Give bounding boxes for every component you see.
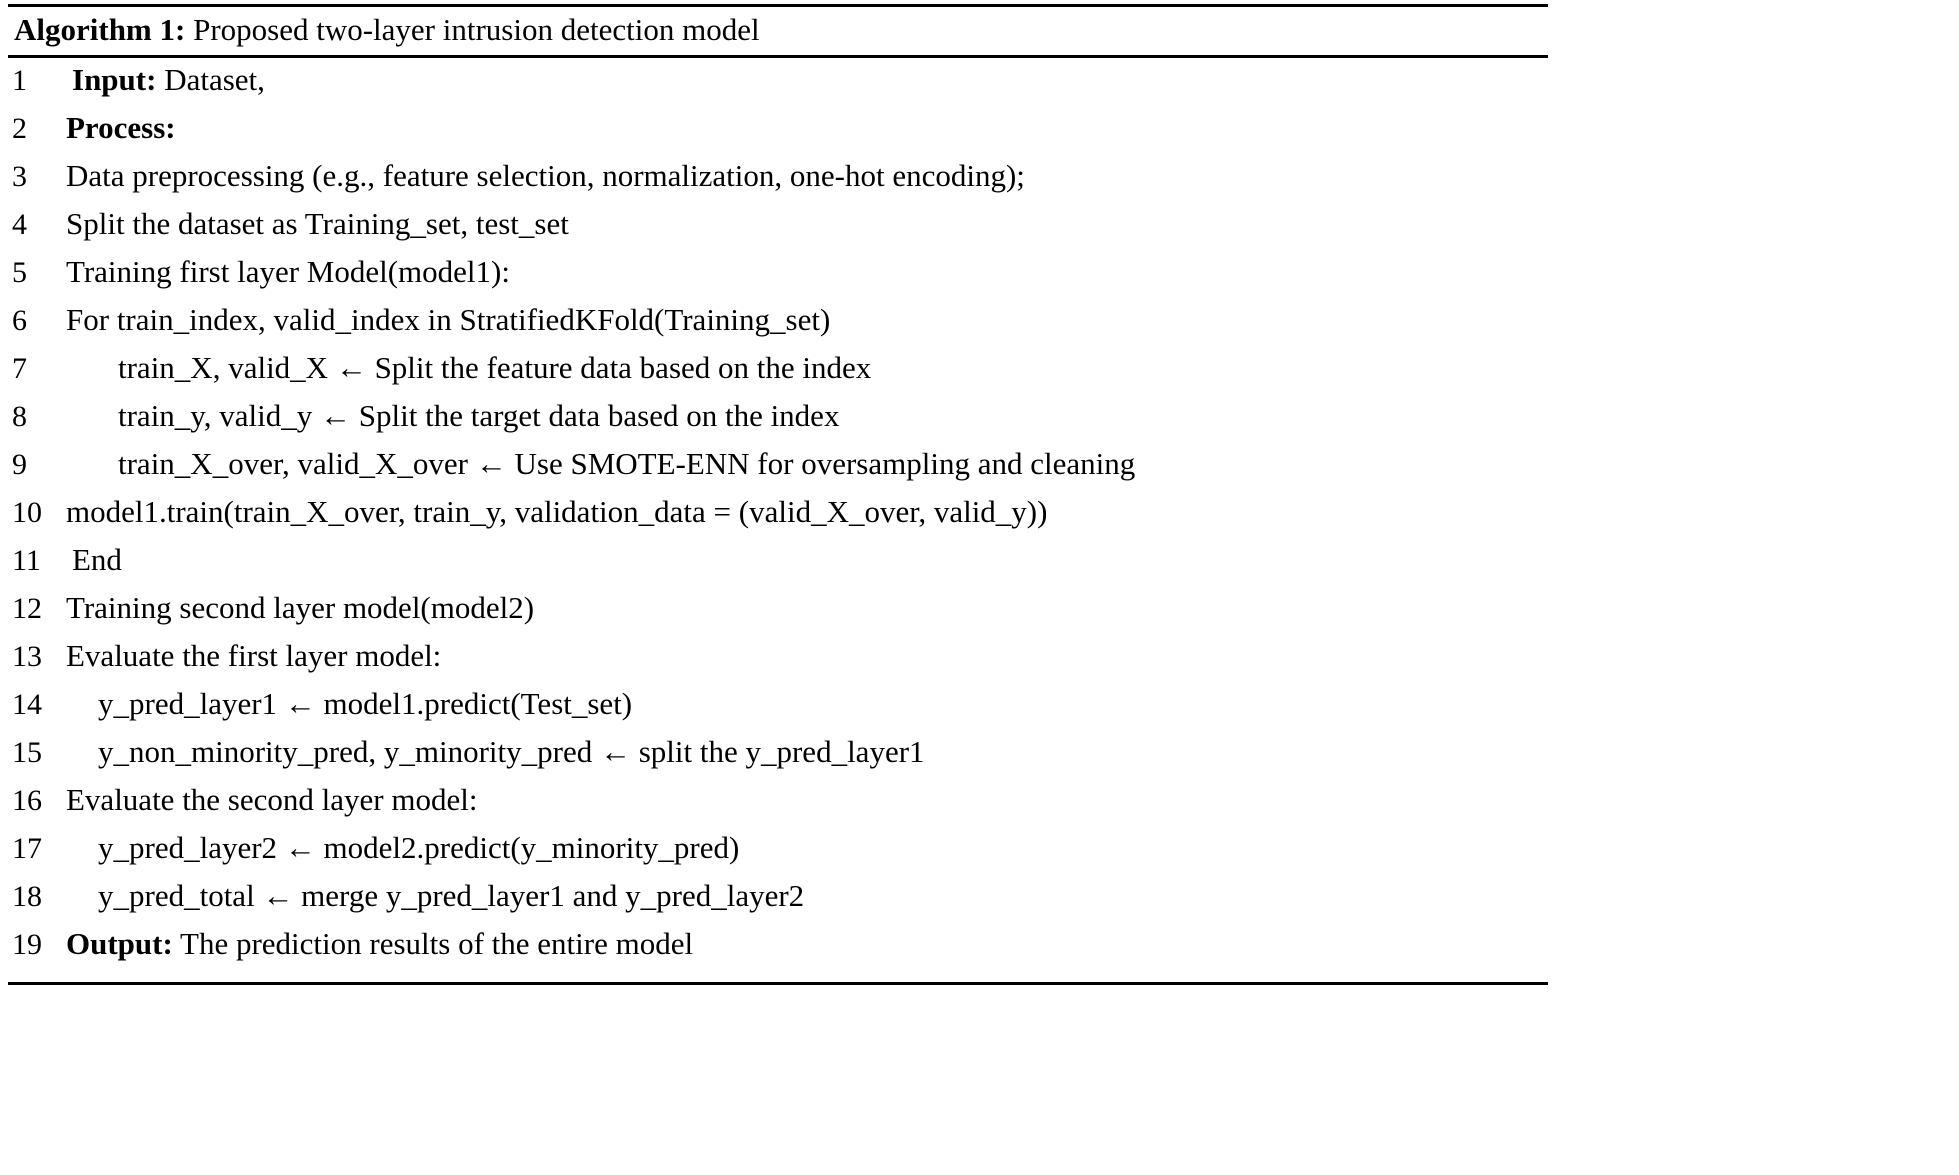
algorithm-line-number: 10 — [12, 495, 42, 529]
algorithm-line-number: 18 — [12, 879, 42, 913]
algorithm-line: 14 y_pred_layer1 ← model1.predict(Test_se… — [8, 688, 1548, 736]
algorithm-statement: Training first layer Model(model1): — [66, 253, 510, 289]
algorithm-statement: Dataset, — [156, 61, 265, 97]
algorithm-body: 1 Input: Dataset, 2 Process: 3 Data preproces… — [8, 58, 1548, 982]
algorithm-statement: The prediction results of the entire mod… — [172, 925, 694, 961]
algorithm-line-text: Evaluate the first layer model: — [60, 640, 1548, 671]
algorithm-line-number: 13 — [12, 639, 42, 673]
algorithm-line-number: 16 — [12, 783, 42, 817]
algorithm-line: 1 Input: Dataset, — [8, 64, 1548, 112]
algorithm-statement: Training second layer model(model2) — [66, 589, 535, 625]
algorithm-line-number: 5 — [12, 255, 27, 289]
algorithm-line-number: 6 — [12, 303, 27, 337]
algorithm-statement: y_non_minority_pred, y_minority_pred ← s… — [98, 733, 925, 769]
algorithm-line-number: 11 — [12, 543, 41, 577]
algorithm-line: 13 Evaluate the first layer model: — [8, 640, 1548, 688]
algorithm-line: 19 Output: The prediction results of the … — [8, 928, 1548, 976]
algorithm-line: 16 Evaluate the second layer model: — [8, 784, 1548, 832]
algorithm-line: 2 Process: — [8, 112, 1548, 160]
algorithm-statement: train_X_over, valid_X_over ← Use SMOTE-E… — [118, 445, 1136, 481]
algorithm-line-text: Input: Dataset, — [60, 64, 1548, 95]
algorithm-line: 12 Training second layer model(model2) — [8, 592, 1548, 640]
algorithm-line-text: Training first layer Model(model1): — [60, 256, 1548, 287]
algorithm-keyword: Input: — [72, 61, 157, 97]
algorithm-statement: y_pred_total ← merge y_pred_layer1 and y… — [98, 877, 805, 913]
algorithm-line-text: Output: The prediction results of the en… — [60, 928, 1548, 959]
algorithm-line-number: 8 — [12, 399, 27, 433]
algorithm-line: 15 y_non_minority_pred, y_minority_pred ←… — [8, 736, 1548, 784]
algorithm-line: 7 train_X, valid_X ← Split the feature da… — [8, 352, 1548, 400]
algorithm-figure: Algorithm 1: Proposed two-layer intrusio… — [8, 4, 1548, 985]
algorithm-line-text: train_X_over, valid_X_over ← Use SMOTE-E… — [60, 448, 1548, 479]
top-rule — [8, 4, 1548, 7]
algorithm-line-text: model1.train(train_X_over, train_y, vali… — [60, 496, 1548, 527]
algorithm-statement: Split the dataset as Training_set, test_… — [66, 205, 569, 241]
algorithm-statement: Evaluate the first layer model: — [66, 637, 442, 673]
algorithm-statement: Data preprocessing (e.g., feature select… — [66, 157, 1025, 193]
algorithm-line-text: y_pred_layer2 ← model2.predict(y_minorit… — [60, 832, 1548, 863]
algorithm-statement: For train_index, valid_index in Stratifi… — [66, 301, 831, 337]
algorithm-statement: y_pred_layer1 ← model1.predict(Test_set) — [98, 685, 633, 721]
algorithm-line: 10 model1.train(train_X_over, train_y, va… — [8, 496, 1548, 544]
algorithm-line: 6 For train_index, valid_index in Stratif… — [8, 304, 1548, 352]
algorithm-line-text: For train_index, valid_index in Stratifi… — [60, 304, 1548, 335]
algorithm-line: 11 End — [8, 544, 1548, 592]
algorithm-caption-label: Algorithm 1: — [14, 12, 186, 47]
algorithm-line: 17 y_pred_layer2 ← model2.predict(y_minor… — [8, 832, 1548, 880]
algorithm-caption: Algorithm 1: Proposed two-layer intrusio… — [8, 7, 1548, 55]
algorithm-line-text: Training second layer model(model2) — [60, 592, 1548, 623]
algorithm-line-number: 2 — [12, 111, 27, 145]
algorithm-line-text: Process: — [60, 112, 1548, 143]
algorithm-line: 18 y_pred_total ← merge y_pred_layer1 and… — [8, 880, 1548, 928]
algorithm-line-text: y_non_minority_pred, y_minority_pred ← s… — [60, 736, 1548, 767]
algorithm-line-number: 12 — [12, 591, 42, 625]
algorithm-line-number: 17 — [12, 831, 42, 865]
algorithm-line: 3 Data preprocessing (e.g., feature selec… — [8, 160, 1548, 208]
algorithm-statement: train_X, valid_X ← Split the feature dat… — [118, 349, 872, 385]
algorithm-line-number: 7 — [12, 351, 27, 385]
algorithm-line-text: y_pred_total ← merge y_pred_layer1 and y… — [60, 880, 1548, 911]
algorithm-keyword: Output: — [66, 925, 173, 961]
algorithm-line-number: 1 — [12, 63, 27, 97]
algorithm-line: 9 train_X_over, valid_X_over ← Use SMOTE-… — [8, 448, 1548, 496]
algorithm-line: 8 train_y, valid_y ← Split the target dat… — [8, 400, 1548, 448]
algorithm-line-number: 9 — [12, 447, 27, 481]
algorithm-statement: Evaluate the second layer model: — [66, 781, 478, 817]
algorithm-line-text: y_pred_layer1 ← model1.predict(Test_set) — [60, 688, 1548, 719]
algorithm-caption-text: Proposed two-layer intrusion detection m… — [185, 12, 760, 47]
algorithm-keyword: Process: — [66, 109, 176, 145]
algorithm-line-number: 19 — [12, 927, 42, 961]
algorithm-line-number: 3 — [12, 159, 27, 193]
algorithm-line-number: 15 — [12, 735, 42, 769]
algorithm-statement: End — [72, 541, 122, 577]
algorithm-line-number: 14 — [12, 687, 42, 721]
algorithm-line-text: End — [60, 544, 1548, 575]
algorithm-line-text: train_X, valid_X ← Split the feature dat… — [60, 352, 1548, 383]
bottom-rule — [8, 981, 1548, 985]
algorithm-statement: train_y, valid_y ← Split the target data… — [118, 397, 840, 433]
header-rule — [8, 54, 1548, 58]
algorithm-line: 5 Training first layer Model(model1): — [8, 256, 1548, 304]
algorithm-line-text: Evaluate the second layer model: — [60, 784, 1548, 815]
algorithm-line-number: 4 — [12, 207, 27, 241]
algorithm-line-text: Split the dataset as Training_set, test_… — [60, 208, 1548, 239]
algorithm-line-text: Data preprocessing (e.g., feature select… — [60, 160, 1548, 191]
algorithm-line: 4 Split the dataset as Training_set, test… — [8, 208, 1548, 256]
algorithm-line-text: train_y, valid_y ← Split the target data… — [60, 400, 1548, 431]
algorithm-statement: model1.train(train_X_over, train_y, vali… — [66, 493, 1048, 529]
algorithm-statement: y_pred_layer2 ← model2.predict(y_minorit… — [98, 829, 740, 865]
